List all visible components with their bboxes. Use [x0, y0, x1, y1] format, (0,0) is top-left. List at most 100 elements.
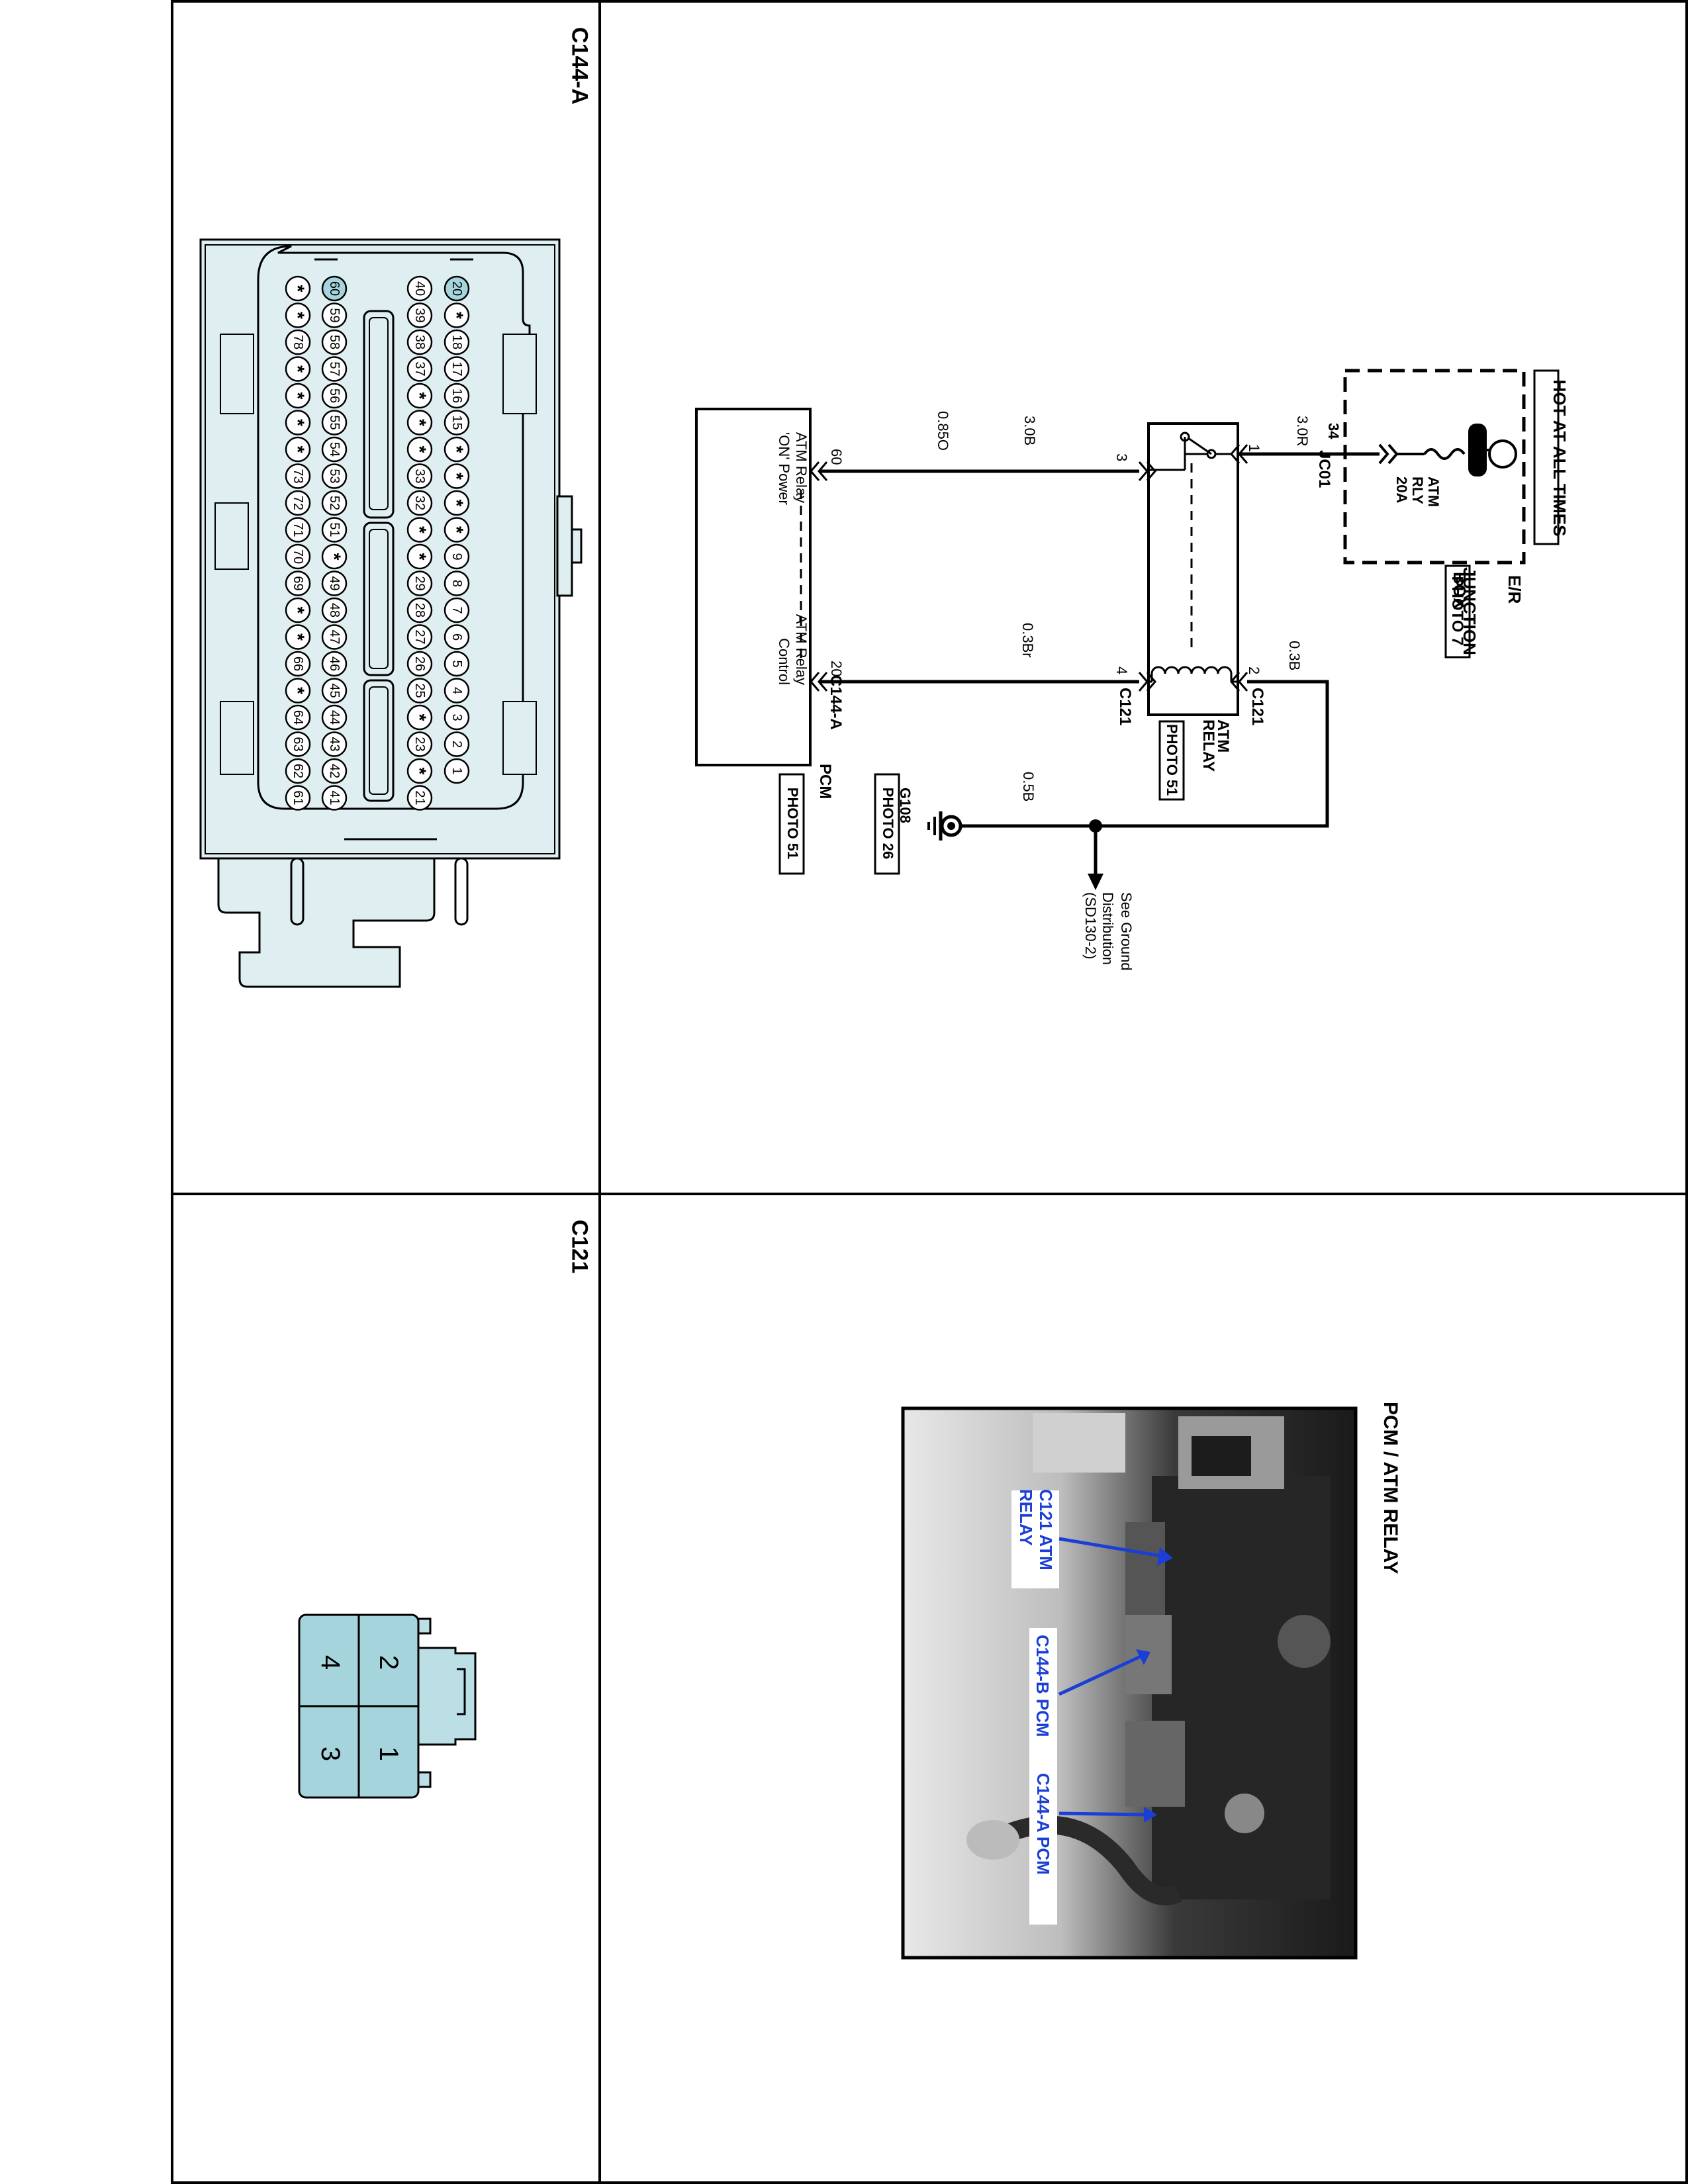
c144a-pin-45 [321, 678, 348, 704]
c144a-pin-label: 6 [449, 633, 464, 641]
c144a-pin-5 [444, 651, 470, 677]
fuse-icon [1488, 439, 1517, 469]
c144a-pin-label: 18 [449, 335, 464, 349]
c144a-pin-label: 38 [412, 335, 427, 349]
c144a-pin-unused [406, 517, 433, 543]
pcm-box [695, 408, 812, 766]
c144a-pin-label: * [288, 607, 308, 614]
c144a-pin-70 [285, 543, 311, 570]
c144a-pin-label: 70 [291, 549, 305, 564]
c144a-pin-label: 51 [327, 522, 342, 537]
c144a-pin-62 [285, 758, 311, 784]
c144a-pin-unused [285, 275, 311, 302]
c144a-pin-label: 59 [327, 308, 342, 322]
c144a-pin-label: 2 [449, 741, 464, 748]
c144a-pin-label: 55 [327, 415, 342, 430]
c144a-pin-label: 23 [412, 737, 427, 751]
c144a-pin-label: * [288, 312, 308, 319]
c144a-pin-73 [285, 463, 311, 489]
c144a-pin-46 [321, 651, 348, 677]
c144a-pin-55 [321, 410, 348, 435]
c144a-pin-label: 73 [291, 469, 305, 483]
c144a-pin-72 [285, 490, 311, 516]
c144a-pin-69 [285, 570, 311, 596]
c144a-pin-label: 20 [449, 281, 464, 296]
c144a-pin-56 [321, 383, 348, 409]
c144a-pin-15 [444, 410, 470, 435]
c144a-pin-unused [406, 410, 433, 435]
c144a-pin-label: 56 [327, 388, 342, 403]
c144a-pin-label: 40 [412, 281, 427, 296]
photo-title: PCM / ATM RELAY [1380, 1402, 1401, 1574]
c144a-pin-label: 5 [449, 660, 464, 667]
c144a-pin-42 [321, 758, 348, 784]
c144a-pin-label: 47 [327, 629, 342, 644]
c144a-pin-59 [321, 302, 348, 328]
c144a-pin-16 [444, 383, 470, 409]
c144a-pin-78 [285, 329, 311, 355]
c144a-pin-unused [285, 410, 311, 435]
c144a-pin-label: * [447, 473, 467, 480]
c144a-pin-7 [444, 597, 470, 623]
c144a-pin-label: 9 [449, 553, 464, 560]
c144a-pin-unused [444, 517, 470, 543]
c144a-pin-label: * [288, 419, 308, 426]
c144a-pin-label: 1 [449, 767, 464, 774]
c144a-pin-label: 15 [449, 415, 464, 430]
photo-callout-c144a: C144-A PCM [1033, 1773, 1053, 1875]
c144a-pin-21 [406, 785, 433, 811]
c144a-pin-label: 72 [291, 496, 305, 510]
c144a-pin-label: * [410, 553, 430, 561]
c144a-pin-label: 26 [412, 657, 427, 671]
c144a-pin-label: * [410, 419, 430, 426]
c144a-pin-label: 43 [327, 737, 342, 751]
c144a-pin-9 [444, 543, 470, 570]
c144a-pin-label: 62 [291, 764, 305, 778]
c144a-pin-58 [321, 329, 348, 355]
c144a-pin-label: * [288, 446, 308, 453]
c144a-pin-label: * [288, 392, 308, 400]
c144a-pin-47 [321, 624, 348, 650]
c144a-pin-unused [444, 436, 470, 463]
c144a-pin-label: * [410, 768, 430, 775]
c144a-pin-label: 32 [412, 496, 427, 510]
c144a-pin-label: 42 [327, 764, 342, 778]
c144a-pin-32 [406, 490, 433, 516]
c144a-pin-53 [321, 463, 348, 489]
c144a-pin-57 [321, 356, 348, 382]
c144a-pin-label: * [447, 526, 467, 533]
c144a-pin-unused [406, 436, 433, 463]
c144a-pin-41 [321, 785, 348, 811]
c144a-pin-unused [444, 490, 470, 516]
c144a-pin-label: 4 [449, 687, 464, 694]
c144a-pin-25 [406, 678, 433, 704]
c144a-pin-29 [406, 570, 433, 596]
c144a-pin-label: 25 [412, 683, 427, 698]
c144a-pin-label: 8 [449, 580, 464, 587]
c144a-pin-label: 28 [412, 603, 427, 617]
c144a-pin-63 [285, 731, 311, 757]
c144a-pin-label: 69 [291, 576, 305, 590]
c144a-pin-60 [321, 275, 348, 302]
c144a-pin-label: 57 [327, 361, 342, 376]
c144a-pin-label: 45 [327, 683, 342, 698]
c144a-pin-label: 3 [449, 713, 464, 721]
c144a-pin-48 [321, 597, 348, 623]
c144a-pin-unused [285, 302, 311, 328]
c144a-pin-label: 41 [327, 790, 342, 805]
c144a-pin-unused [406, 758, 433, 784]
c144a-pin-label: * [447, 312, 467, 319]
junction-box-outline [1343, 369, 1526, 565]
c144a-pin-20 [444, 275, 470, 302]
c144a-pin-38 [406, 329, 433, 355]
c144a-pin-label: * [324, 553, 345, 561]
c144a-pin-37 [406, 356, 433, 382]
c144a-pin-51 [321, 517, 348, 543]
c144a-pin-label: 64 [291, 710, 305, 725]
c144a-pin-64 [285, 704, 311, 731]
c144a-pin-54 [321, 436, 348, 463]
c144a-pin-label: 27 [412, 629, 427, 644]
c144a-pin-43 [321, 731, 348, 757]
